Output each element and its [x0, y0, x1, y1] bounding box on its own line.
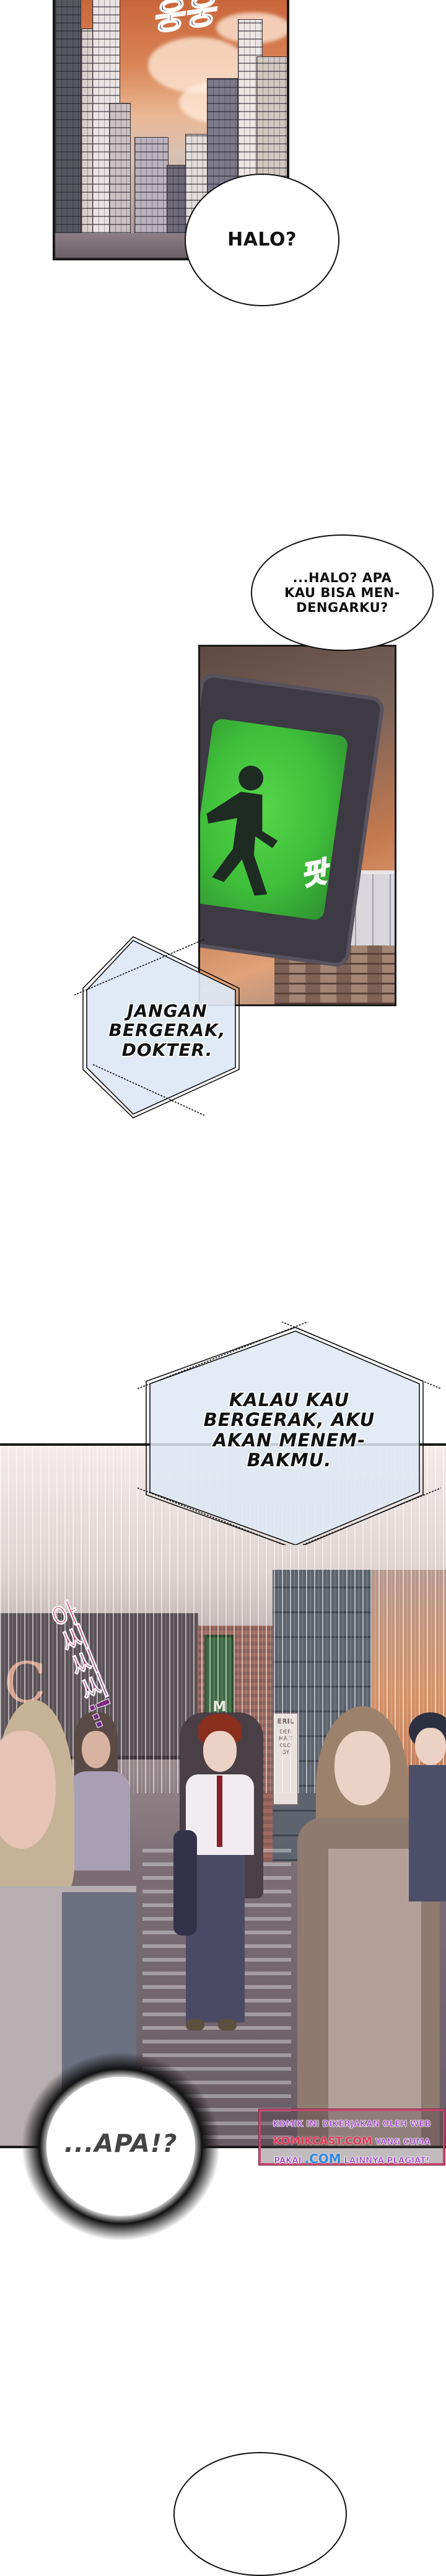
- hexagon-frame: [74, 936, 240, 1118]
- panel-street-crowd: C MART ERIL DERMA TOLOGY: [0, 1443, 446, 2148]
- narration-box-dont-move: JANGAN BERGERAK, DOKTER.: [74, 933, 260, 1119]
- burst-spikes: [22, 2052, 220, 2241]
- panel-traffic-signal: 팟: [198, 645, 396, 1006]
- speech-bubble-halo: HALO?: [185, 174, 339, 306]
- watermark-dotcom: .COM: [304, 2151, 341, 2166]
- narration-text: JANGAN BERGERAK, DOKTER.: [108, 1001, 226, 1060]
- pedestrian-signal-housing: [200, 672, 386, 968]
- watermark-line2-rest: YANG CUMA: [372, 2138, 431, 2148]
- pedestrian-signal-lens: [200, 717, 349, 921]
- speech-bubble-can-you-hear: ...HALO? APA KAU BISA MEN- DENGARKU?: [251, 534, 434, 651]
- scanlator-watermark: KOMIK INI DIKERJAKAN OLEH WEB KOMIKCAST.…: [258, 2109, 445, 2166]
- bubble-text: ...HALO? APA KAU BISA MEN- DENGARKU?: [284, 570, 400, 616]
- person-main-man: [167, 1706, 273, 2053]
- watermark-line1: KOMIK INI DIKERJAKAN OLEH WEB: [273, 2120, 431, 2130]
- watermark-line3-pre: PAKAI: [274, 2156, 305, 2166]
- person-far-right-man: [409, 1712, 446, 1901]
- burst-bubble-apa: ...APA!?: [19, 2049, 223, 2244]
- person-foreground-right-woman: [291, 1706, 446, 2146]
- person-background-girl: [68, 1712, 130, 1898]
- sfx-hum: 웅웅: [149, 0, 219, 40]
- watermark-site-link: KOMIKCAST.COM: [273, 2135, 372, 2148]
- building: [55, 0, 81, 258]
- narration-box-shoot-you: KALAU KAU BERGERAK, AKU AKAN MENEM- BAKM…: [138, 1322, 441, 1545]
- burst-text: ...APA!?: [64, 2130, 178, 2158]
- watermark-line3-post: LAINNYA PLAGIAT!: [341, 2156, 430, 2166]
- building: [109, 103, 131, 258]
- hexagon-frame: [138, 1322, 441, 1545]
- narration-text: KALAU KAU BERGERAK, AKU AKAN MENEM- BAKM…: [203, 1389, 375, 1471]
- speech-bubble-partial: [173, 2452, 347, 2576]
- bubble-text: HALO?: [227, 228, 297, 250]
- walking-person-icon: [206, 766, 278, 896]
